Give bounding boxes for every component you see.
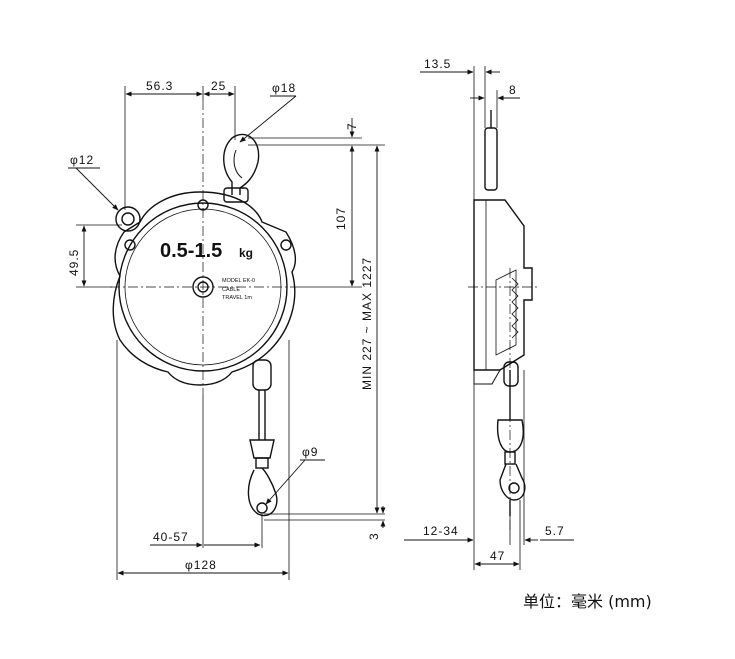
dim-12-34: 12-34: [423, 524, 459, 538]
dim-40-57: 40-57: [153, 530, 189, 544]
cable-sleeve: [252, 359, 272, 391]
dim-49-5: 49.5: [67, 249, 81, 276]
dim-3: 3: [367, 532, 381, 540]
dim-8: 8: [509, 83, 517, 97]
unit-note: 单位：毫米 (mm): [523, 592, 652, 611]
bolt: [124, 239, 136, 251]
dim-phi128: φ128: [185, 558, 217, 572]
dim-13-5: 13.5: [424, 57, 451, 71]
dim-7: 7: [345, 122, 359, 130]
bolt: [280, 239, 292, 251]
dim-phi18: φ18: [272, 81, 296, 95]
top-hook: [223, 133, 260, 195]
dim-25: 25: [211, 79, 226, 93]
travel-label: TRAVEL 1m: [222, 295, 252, 301]
side-view: [404, 66, 574, 570]
dim-47: 47: [490, 549, 505, 563]
side-bottom-hook: [499, 463, 526, 501]
capacity-unit: kg: [239, 246, 253, 260]
hanging-ear: [115, 206, 141, 232]
model-label: MODEL EK-0: [222, 278, 255, 284]
cable-label: CABLE: [222, 287, 240, 293]
dim-107: 107: [334, 207, 348, 230]
spring-coil: [511, 277, 519, 339]
balancer-housing: [112, 191, 297, 386]
capacity-label: 0.5-1.5: [160, 240, 222, 262]
bottom-hook: [247, 467, 278, 517]
front-view: [68, 86, 386, 580]
dim-phi12: φ12: [70, 153, 94, 167]
dim-phi9: φ9: [302, 445, 318, 459]
side-body: [473, 199, 533, 371]
side-top-stem: [484, 127, 498, 191]
dim-56-3: 56.3: [146, 79, 173, 93]
dim-5-7: 5.7: [545, 524, 565, 538]
dim-cable-range: MIN 227 ~ MAX 1227: [360, 257, 374, 390]
